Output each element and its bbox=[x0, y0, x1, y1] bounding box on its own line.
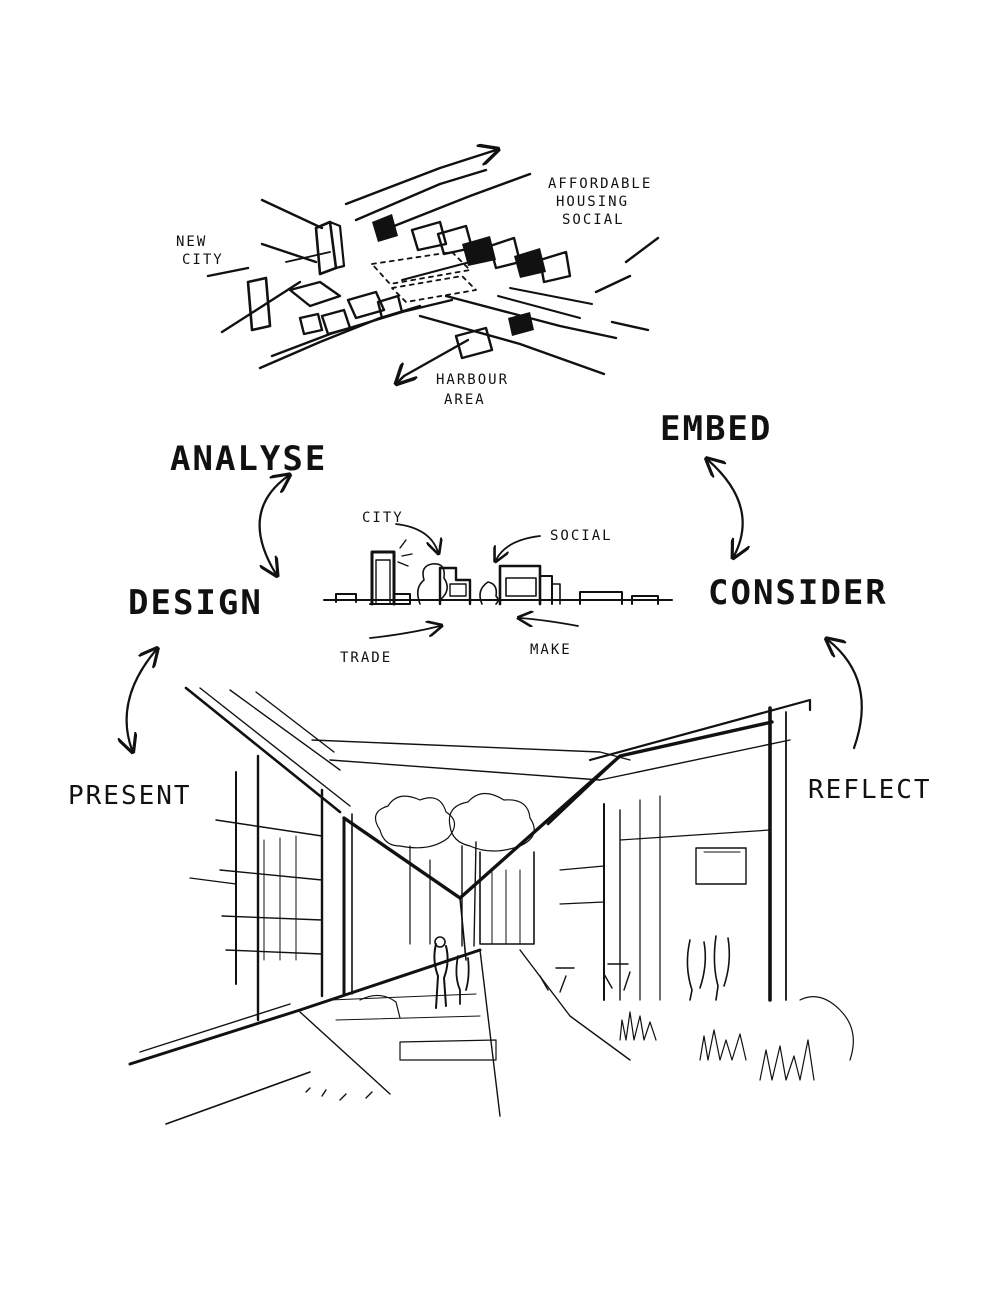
map-label-new-city: NEW CITY bbox=[176, 234, 224, 268]
arrow-reflect-consider bbox=[828, 640, 863, 750]
stage-embed: EMBED bbox=[660, 409, 772, 449]
stage-consider: CONSIDER bbox=[708, 573, 888, 613]
section-label-make: MAKE bbox=[530, 642, 572, 658]
stage-reflect: REFLECT bbox=[808, 775, 932, 805]
section-arrows bbox=[369, 523, 579, 639]
street-section-sketch bbox=[323, 539, 673, 606]
urban-map-sketch bbox=[206, 150, 660, 382]
stage-design: DESIGN bbox=[128, 583, 263, 623]
arrow-design-present bbox=[127, 650, 156, 750]
label-new: NEW bbox=[176, 234, 207, 250]
section-label-social: SOCIAL bbox=[550, 528, 613, 544]
label-city-map: CITY bbox=[182, 252, 224, 268]
cycle-arrows bbox=[127, 460, 863, 750]
label-housing: HOUSING bbox=[556, 194, 629, 210]
map-label-affordable-housing: AFFORDABLE HOUSING SOCIAL bbox=[548, 176, 652, 228]
stage-present: PRESENT bbox=[68, 781, 192, 811]
label-area: AREA bbox=[444, 392, 486, 408]
perspective-street-sketch bbox=[128, 686, 854, 1125]
label-affordable: AFFORDABLE bbox=[548, 176, 652, 192]
section-label-city: CITY bbox=[362, 510, 404, 526]
arrow-analyse-design bbox=[258, 476, 288, 574]
stage-analyse: ANALYSE bbox=[170, 439, 327, 479]
label-social-map: SOCIAL bbox=[562, 212, 625, 228]
map-label-harbour-area: HARBOUR AREA bbox=[436, 372, 509, 408]
section-label-trade: TRADE bbox=[340, 650, 392, 666]
arrow-embed-consider bbox=[708, 460, 743, 556]
label-harbour: HARBOUR bbox=[436, 372, 509, 388]
